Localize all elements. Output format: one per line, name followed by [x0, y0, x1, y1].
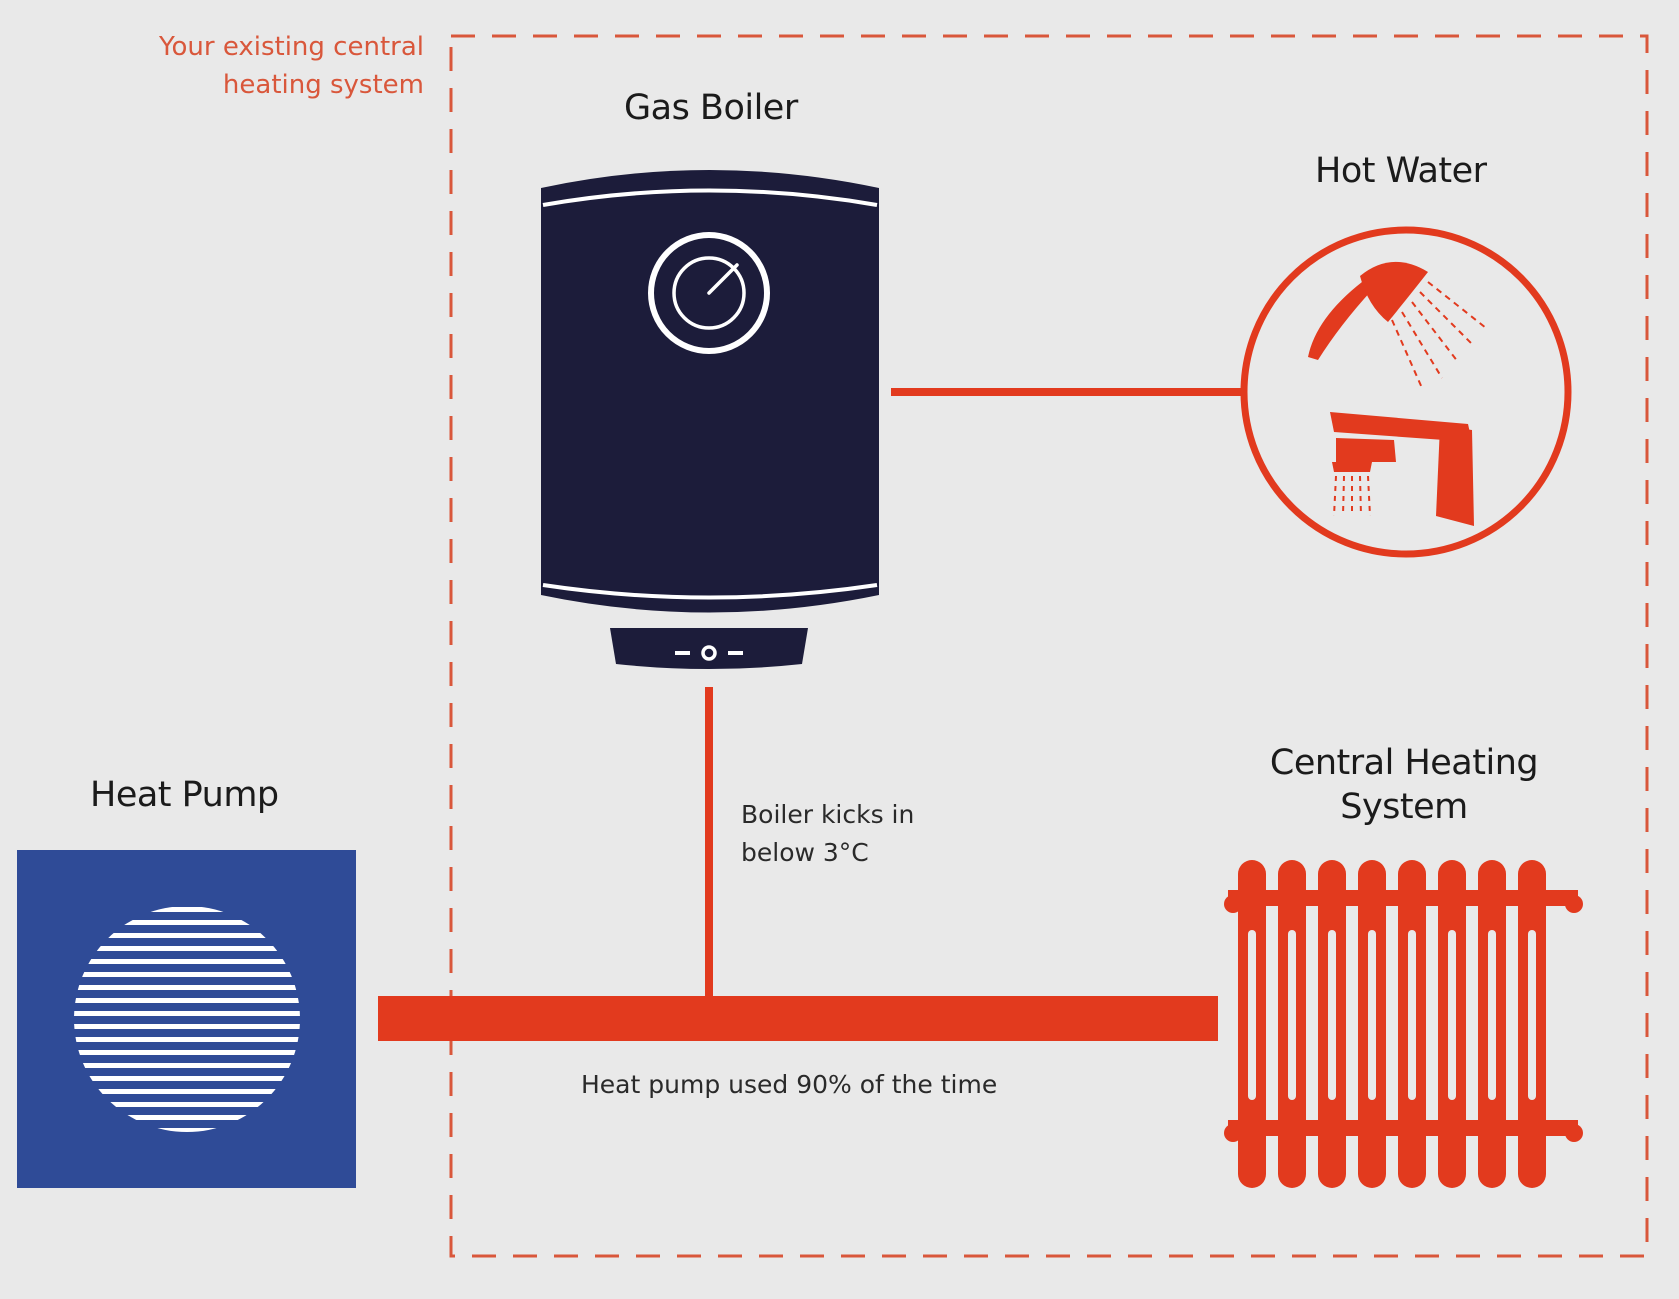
heat-pump-to-radiator-pipe [378, 996, 1218, 1041]
boiler-note-line1: Boiler kicks in [741, 800, 915, 829]
boiler-icon [541, 170, 879, 669]
hot-water-label: Hot Water [1315, 151, 1487, 191]
boiler-kicks-in-note: Boiler kicks in below 3°C [741, 796, 914, 872]
heat-pump-usage-note: Heat pump used 90% of the time [581, 1070, 998, 1099]
shower-tap-icon [1240, 226, 1572, 558]
central-heating-label-line1: Central Heating [1269, 743, 1539, 783]
central-heating-label: Central Heating System [1224, 741, 1584, 829]
region-label-line2: heating system [222, 70, 424, 100]
boiler-dial-icon [648, 232, 770, 354]
boiler-note-line2: below 3°C [741, 838, 869, 867]
radiator-icon [1224, 860, 1583, 1188]
region-label-line1: Your existing central [159, 32, 424, 62]
central-heating-label-line2: System [1340, 787, 1468, 827]
existing-system-region-border [449, 34, 1649, 1258]
gas-boiler-label: Gas Boiler [624, 88, 798, 128]
heat-pump-fan-icon [17, 850, 356, 1188]
existing-system-region-label: Your existing central heating system [159, 28, 424, 104]
heat-pump-label: Heat Pump [90, 775, 279, 815]
